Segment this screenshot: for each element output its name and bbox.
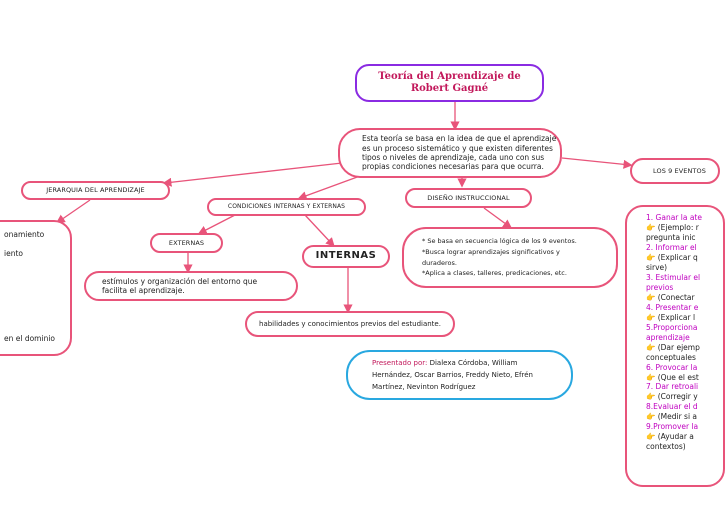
- event-detail: 👉 (Explicar l: [646, 312, 696, 322]
- event-title: 1. Ganar la ate: [646, 213, 702, 222]
- eventos-node: LOS 9 EVENTOS: [630, 158, 720, 184]
- jerarquia-list: onamiento iento en el dominio: [0, 220, 72, 356]
- title-text: Teoría del Aprendizaje de Robert Gagné: [378, 70, 521, 95]
- title-node: Teoría del Aprendizaje de Robert Gagné: [355, 64, 544, 102]
- event-detail: 👉 (Medir si a: [646, 412, 698, 422]
- event-detail: 👉 (Dar ejemp: [646, 342, 700, 352]
- center-node: Esta teoría se basa en la idea de que el…: [338, 128, 562, 178]
- condiciones-node: CONDICIONES INTERNAS Y EXTERNAS: [207, 198, 366, 216]
- event-title: 5.Proporciona: [646, 322, 698, 332]
- presented-by-node: Presentado por: Dialexa Córdoba, William…: [346, 350, 573, 400]
- externas-node: EXTERNAS: [150, 233, 223, 253]
- internas-text-node: habilidades y conocimientos previos del …: [245, 311, 455, 337]
- link-condiciones-externas: [197, 214, 236, 235]
- event-detail: 👉 (Ejemplo: r: [646, 222, 699, 232]
- presented-by-label: Presentado por:: [372, 358, 428, 367]
- event-title: 7. Dar retroali: [646, 382, 699, 392]
- link-jerarquia-list: [55, 199, 91, 224]
- event-title: 8.Evaluar el d: [646, 402, 698, 412]
- event-title: aprendizaje: [646, 332, 690, 342]
- center-text: Esta teoría se basa en la idea de que el…: [362, 134, 557, 172]
- link-center-condiciones: [297, 175, 361, 201]
- jerarquia-item-2: iento: [4, 249, 23, 258]
- link-diseno-box: [483, 207, 513, 229]
- event-detail: conceptuales: [646, 352, 696, 362]
- link-center-jerarquia: [162, 162, 343, 187]
- event-detail: 👉 (Que el est: [646, 372, 699, 382]
- event-detail: 👉 (Explicar q: [646, 252, 698, 262]
- event-detail: sirve): [646, 262, 668, 272]
- jerarquia-item-3: en el dominio: [4, 334, 55, 343]
- externas-text-node: estímulos y organización del entorno que…: [84, 271, 298, 301]
- event-detail: 👉 (Ayudar a: [646, 432, 694, 442]
- event-title: previos: [646, 282, 674, 292]
- event-detail: contextos): [646, 442, 686, 452]
- event-detail: 👉 (Conectar: [646, 292, 695, 302]
- internas-node: INTERNAS: [302, 245, 390, 268]
- event-detail: pregunta inic: [646, 232, 696, 242]
- event-detail: 👉 (Corregir y: [646, 392, 698, 402]
- diseno-node: DISEÑO INSTRUCCIONAL: [405, 188, 532, 208]
- diseno-text-node: * Se basa en secuencia lógica de los 9 e…: [402, 227, 618, 288]
- link-center-eventos: [561, 157, 633, 169]
- connector-lines: [55, 100, 633, 314]
- event-title: 6. Provocar la: [646, 362, 698, 372]
- event-title: 4. Presentar e: [646, 302, 699, 312]
- event-title: 9.Promover la: [646, 422, 699, 432]
- link-condiciones-internas: [304, 214, 335, 247]
- jerarquia-node: JERARQUIA DEL APRENDIZAJE: [21, 181, 170, 200]
- event-title: 3. Estimular el: [646, 272, 701, 282]
- jerarquia-item-1: onamiento: [4, 230, 45, 239]
- event-title: 2. Informar el: [646, 242, 697, 252]
